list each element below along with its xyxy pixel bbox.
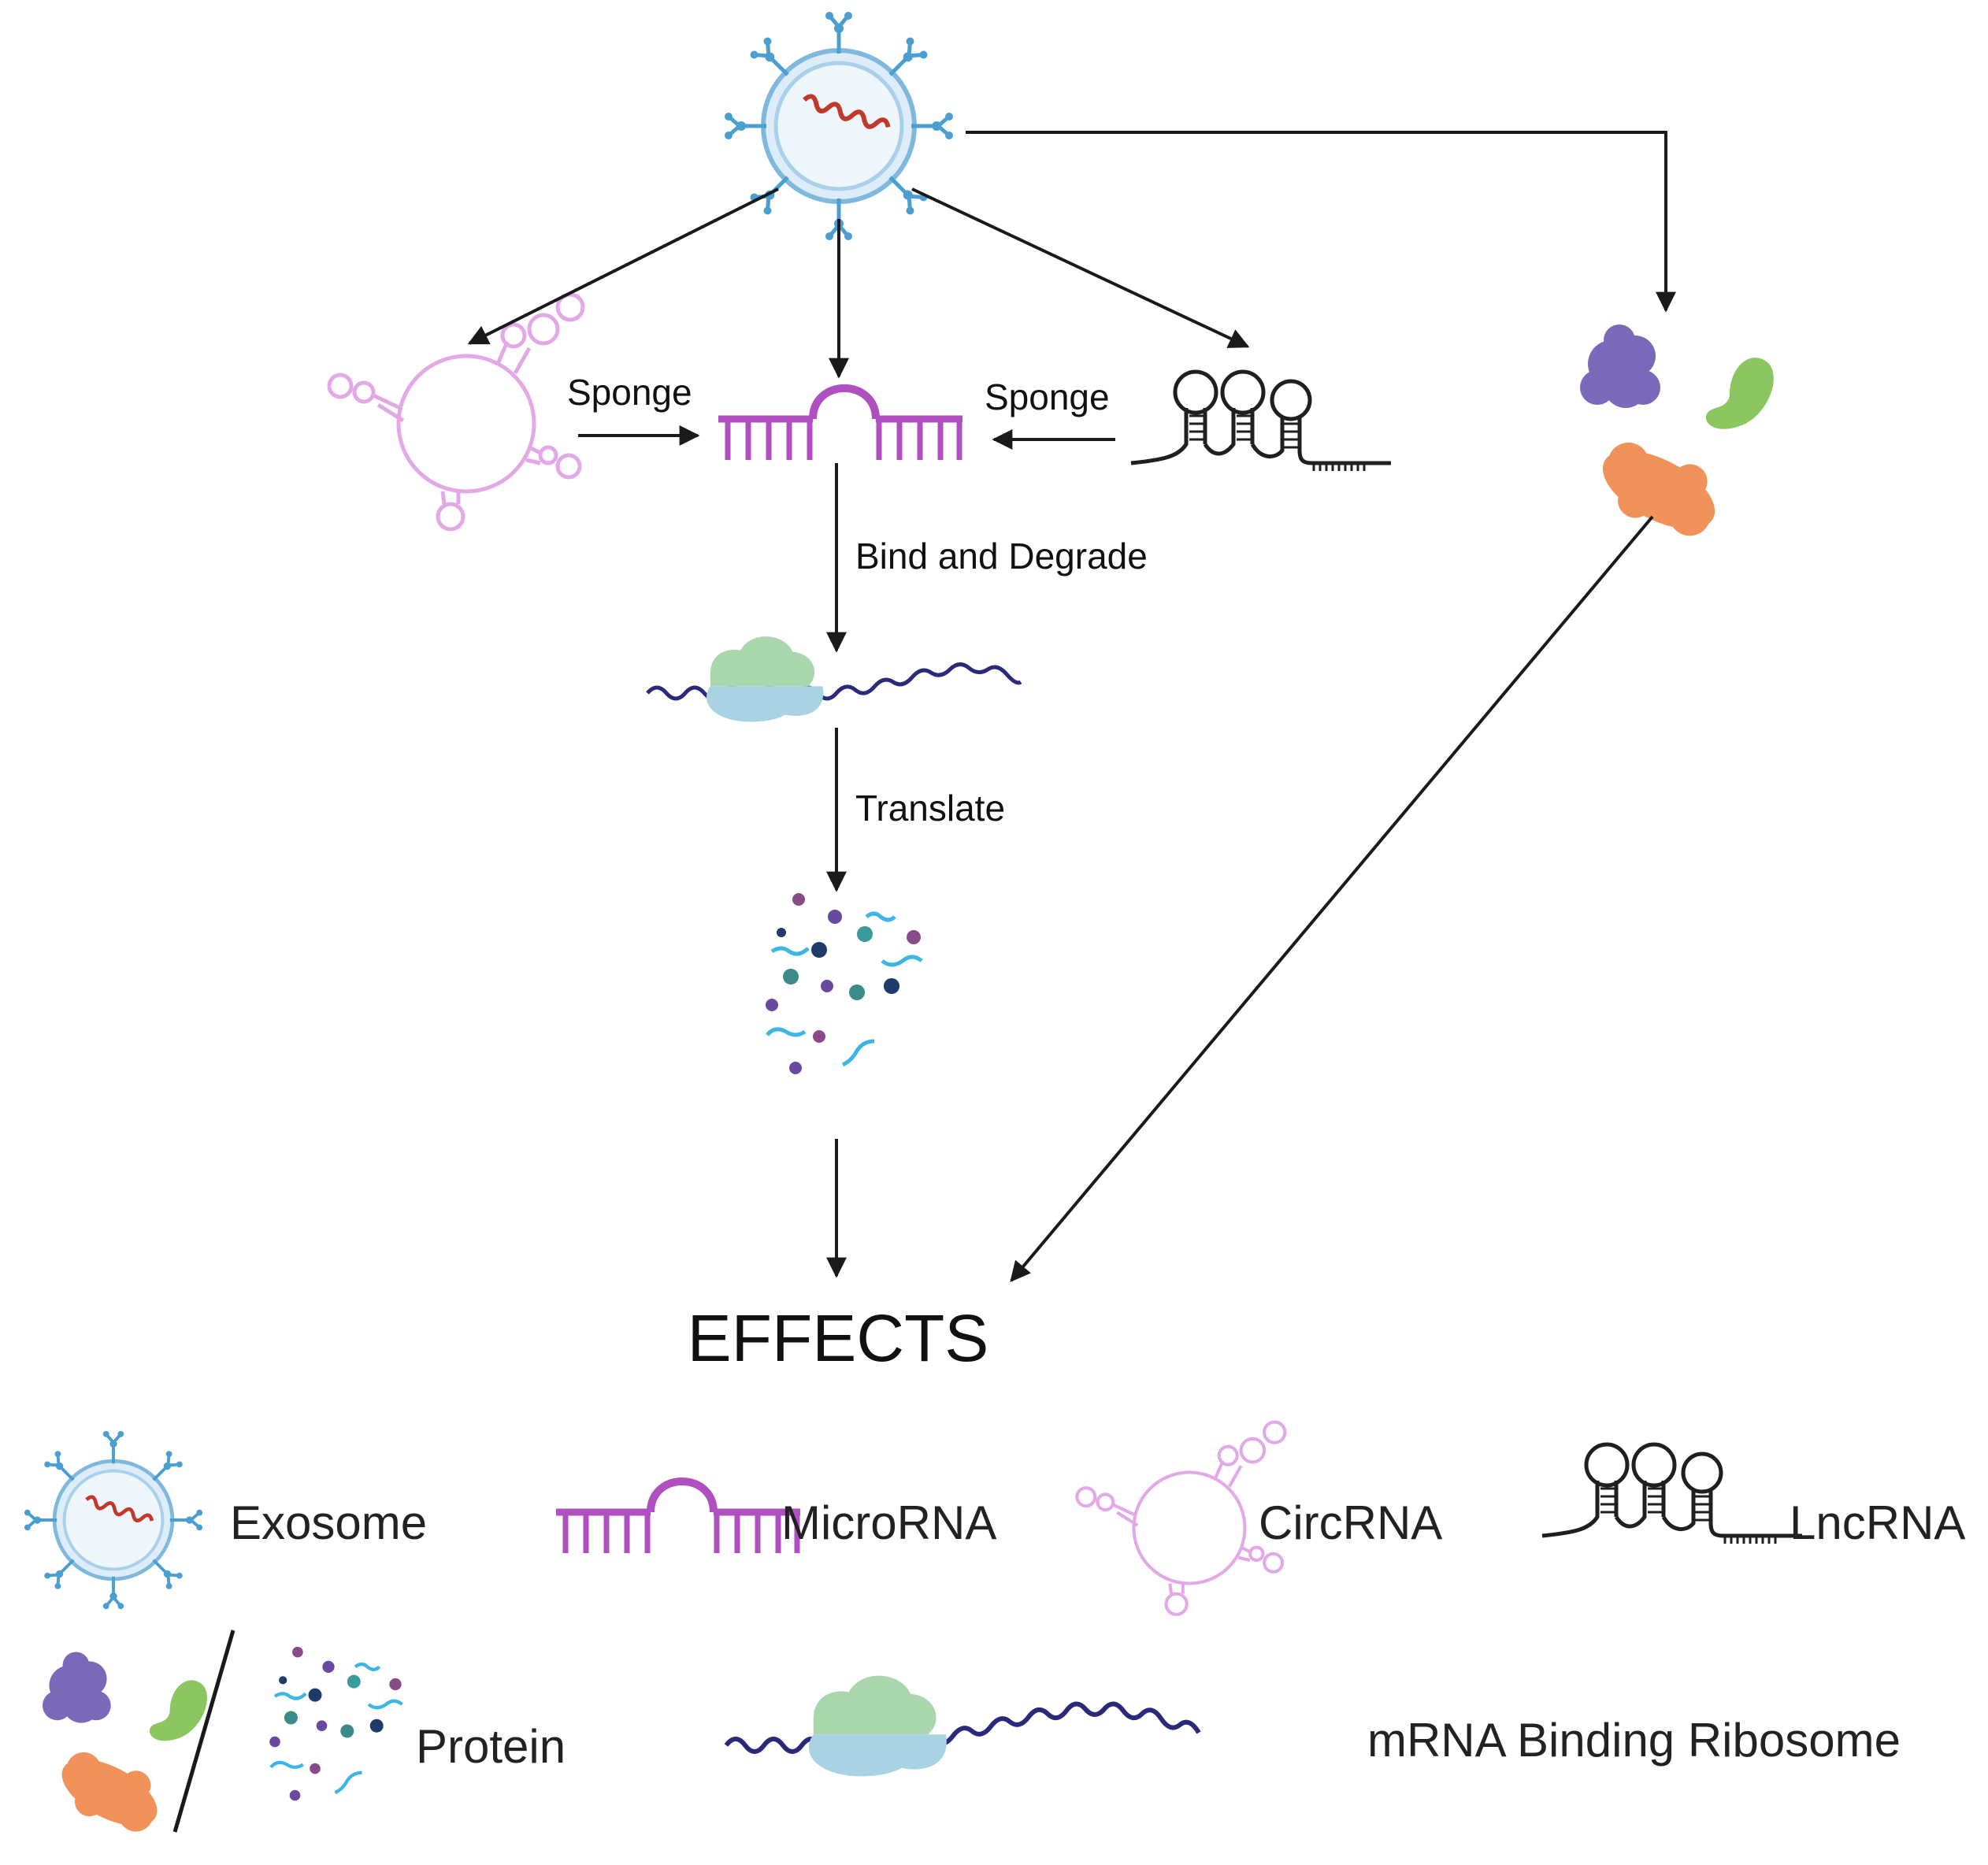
arrow-exosome-to-protein — [966, 131, 1676, 313]
sponge-left-label: Sponge — [567, 372, 692, 413]
legend-exosome-icon — [24, 1431, 202, 1609]
lncrna-node — [1131, 372, 1391, 471]
legend-mrna-ribosome-label: mRNA Binding Ribosome — [1367, 1714, 1901, 1767]
mrna-ribosome-node — [646, 636, 1022, 722]
circrna-node — [329, 295, 583, 529]
legend-lncrna-icon — [1542, 1444, 1802, 1544]
arrow-proteins-to-effects — [1010, 515, 1654, 1282]
exosome-node — [725, 12, 953, 240]
arrow-exosome-to-circrna — [467, 187, 779, 345]
bind-degrade-label: Bind and Degrade — [855, 536, 1148, 577]
legend-circrna-icon — [1077, 1422, 1285, 1615]
protein-node — [1580, 324, 1774, 553]
translate-label: Translate — [855, 788, 1005, 829]
legend-protein-dots-icon — [269, 1647, 402, 1801]
legend-mrna-ribosome-icon — [724, 1675, 1201, 1777]
legend: Exosome MicroRNA CircRNA LncRNA Protein … — [24, 1422, 1965, 1846]
legend-protein-label: Protein — [416, 1720, 566, 1773]
legend-protein-divider — [172, 1630, 236, 1833]
legend-circrna-label: CircRNA — [1259, 1496, 1442, 1549]
legend-lncrna-label: LncRNA — [1790, 1496, 1965, 1549]
microrna-node — [718, 388, 962, 460]
protein-product-dots — [766, 893, 922, 1074]
legend-microrna-label: MicroRNA — [781, 1496, 996, 1549]
arrow-exosome-to-lncrna — [911, 187, 1250, 348]
legend-exosome-label: Exosome — [230, 1496, 427, 1549]
effects-label: EFFECTS — [688, 1301, 989, 1375]
legend-protein-cluster-icon — [43, 1652, 208, 1846]
legend-microrna-icon — [556, 1481, 800, 1553]
sponge-right-label: Sponge — [985, 376, 1110, 417]
